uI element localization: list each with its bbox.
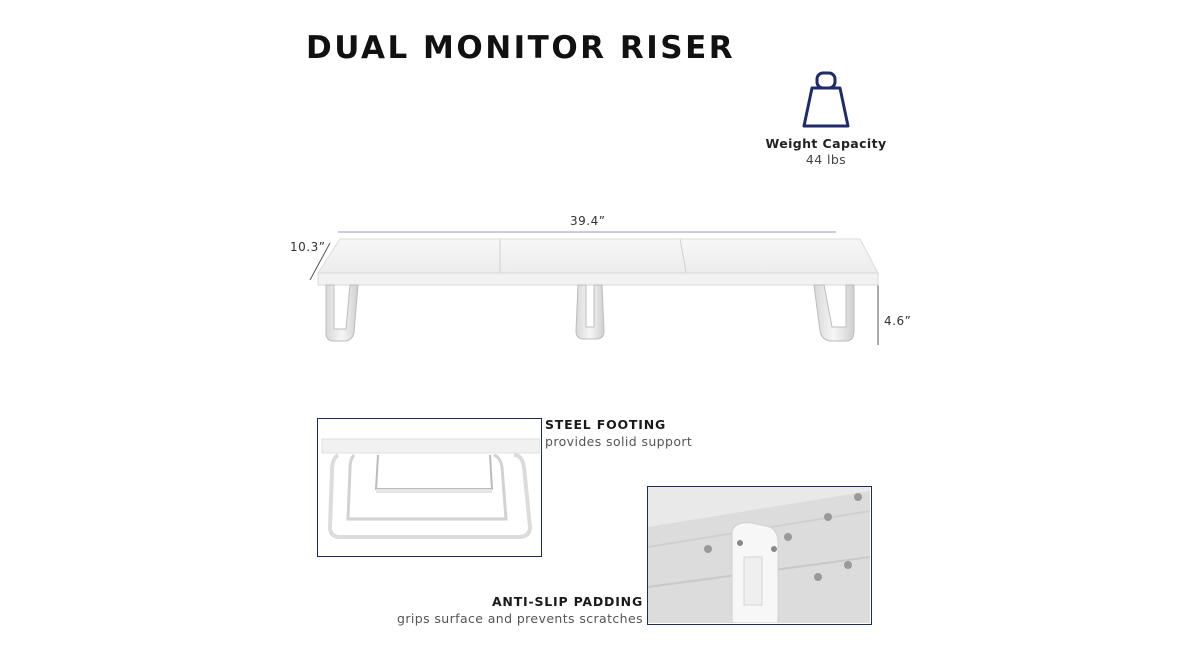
anti-slip-padding-detail-frame [647, 486, 872, 625]
monitor-riser-illustration [309, 231, 879, 345]
width-dimension-label: 39.4” [570, 214, 606, 228]
height-dimension-label: 4.6” [884, 314, 912, 328]
steel-footing-heading: STEEL FOOTING [545, 417, 667, 432]
leg-center [575, 284, 605, 340]
depth-dimension-line [309, 242, 331, 281]
weight-capacity-label: Weight Capacity [765, 136, 887, 151]
anti-slip-padding-illustration [648, 487, 871, 624]
weight-capacity-block: Weight Capacity 44 lbs [740, 70, 912, 167]
leg-left [325, 284, 359, 342]
leg-right [813, 284, 855, 342]
anti-slip-padding-description: grips surface and prevents scratches [397, 611, 643, 626]
depth-dimension-label: 10.3” [290, 240, 326, 254]
weight-capacity-value: 44 lbs [805, 152, 847, 167]
riser-top-surface [317, 238, 879, 274]
riser-front-edge [317, 272, 879, 286]
weight-icon [802, 71, 850, 128]
steel-footing-detail-frame [317, 418, 542, 557]
steel-footing-description: provides solid support [545, 434, 693, 449]
page-title: DUAL MONITOR RISER [306, 30, 736, 66]
steel-footing-illustration [321, 438, 541, 539]
anti-slip-padding-heading: ANTI-SLIP PADDING [491, 594, 643, 609]
